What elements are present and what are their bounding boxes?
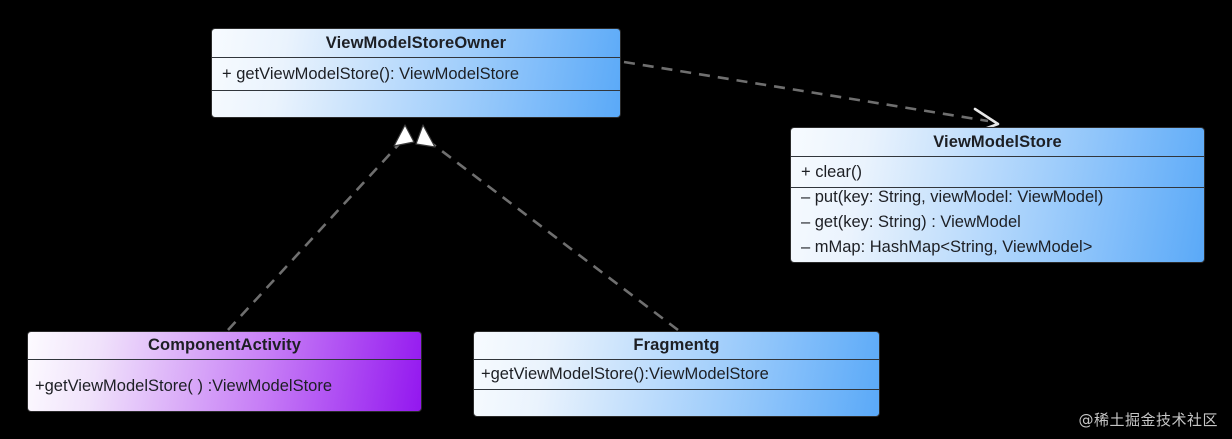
class-empty-section xyxy=(474,389,879,416)
class-member-row: + clear() xyxy=(791,156,1204,187)
class-box-fragmentg[interactable]: Fragmentg +getViewModelStore():ViewModel… xyxy=(473,331,880,417)
class-member-row: – mMap: HashMap<String, ViewModel> xyxy=(801,238,1093,256)
class-title-view-model-store: ViewModelStore xyxy=(933,132,1062,151)
class-member-row: + getViewModelStore(): ViewModelStore xyxy=(212,57,620,90)
connector-owner-to-store xyxy=(623,60,1000,134)
class-box-view-model-store-owner[interactable]: ViewModelStoreOwner + getViewModelStore(… xyxy=(211,28,621,118)
watermark: @稀土掘金技术社区 xyxy=(1078,411,1218,429)
class-members-section: – put(key: String, viewModel: ViewModel)… xyxy=(791,187,1204,262)
class-box-component-activity[interactable]: ComponentActivity +getViewModelStore( ) … xyxy=(27,331,422,412)
class-member-row: +getViewModelStore( ) :ViewModelStore xyxy=(28,359,421,411)
class-title-fragmentg: Fragmentg xyxy=(633,336,720,354)
class-title-view-model-store-owner: ViewModelStoreOwner xyxy=(325,33,507,52)
class-member-row: – put(key: String, viewModel: ViewModel) xyxy=(801,188,1104,206)
connector-fragmentg-to-owner xyxy=(415,124,679,332)
class-member-row: +getViewModelStore():ViewModelStore xyxy=(474,359,879,389)
class-title-component-activity: ComponentActivity xyxy=(148,336,301,354)
class-empty-section xyxy=(212,90,620,117)
connector-component-activity-to-owner xyxy=(227,124,415,331)
class-member-row: – get(key: String) : ViewModel xyxy=(801,213,1021,231)
class-box-view-model-store[interactable]: ViewModelStore + clear() – put(key: Stri… xyxy=(790,127,1205,263)
